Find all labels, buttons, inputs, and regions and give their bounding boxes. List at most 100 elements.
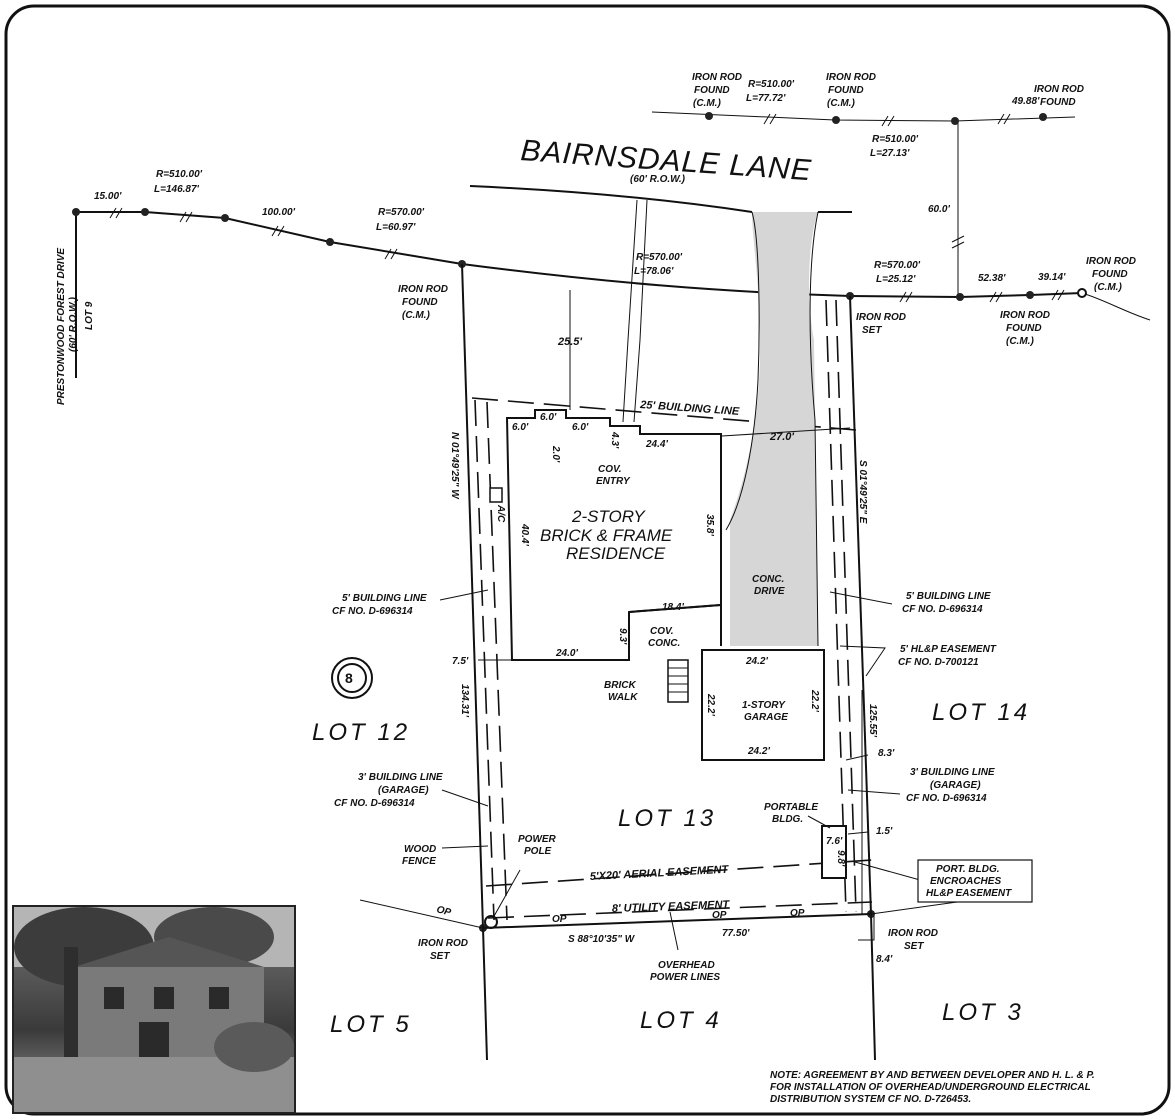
cov-entry-label: ENTRY <box>596 476 631 487</box>
distance-label: 134.31' <box>459 684 470 718</box>
note-text: (GARAGE) <box>930 780 981 791</box>
power-pole-label: POWER <box>518 834 557 845</box>
lot-5-label: LOT 5 <box>330 1011 412 1038</box>
iron-rod-point <box>221 214 229 222</box>
front-walk-edge <box>622 199 638 423</box>
dimension-lines <box>478 290 875 941</box>
curve-length-label: L=78.06' <box>634 266 674 277</box>
footnote-line: FOR INSTALLATION OF OVERHEAD/UNDERGROUND… <box>770 1082 1091 1093</box>
lot-line-extension <box>870 913 876 1061</box>
note-text: (GARAGE) <box>378 785 429 796</box>
ac-unit <box>489 487 503 503</box>
curve-radius-label: R=510.00' <box>872 134 919 145</box>
west-garage-line <box>486 401 508 921</box>
east-building-line <box>825 299 847 913</box>
marker-label: IRON ROD <box>398 284 448 295</box>
marker-label: (C.M.) <box>402 310 430 321</box>
marker-label: SET <box>862 325 882 336</box>
distance-label: 15.00' <box>94 191 122 202</box>
street-row-width: (60' R.O.W.) <box>630 174 686 185</box>
distance-label: 18.4' <box>662 602 684 613</box>
marker-label: (C.M.) <box>693 98 721 109</box>
marker-irs-3: IRON ROD SET <box>888 928 938 952</box>
distance-label: 27.0' <box>769 431 794 443</box>
lot-4-label: LOT 4 <box>640 1007 722 1034</box>
pavement-edge <box>469 185 753 213</box>
curve-radius-label: R=570.00' <box>636 252 683 263</box>
aerial-easement-label: 5'X20' AERIAL EASEMENT <box>590 864 730 883</box>
iron-rod-point <box>832 116 840 124</box>
distance-label: 100.00' <box>262 207 296 218</box>
garage-label: 1-STORY <box>742 700 786 711</box>
wood-fence-label: FENCE <box>402 856 436 867</box>
south-bearing: S 88°10'35" W <box>568 934 636 945</box>
distance-label: 6.0' <box>540 412 557 423</box>
distance-label: 8.4' <box>876 954 893 965</box>
portable-building <box>821 825 847 879</box>
marker-label: SET <box>904 941 924 952</box>
marker-label: (C.M.) <box>1094 282 1122 293</box>
side-street-row: (60' R.O.W.) <box>68 296 79 352</box>
house-photo <box>12 905 296 1114</box>
brick-walk-hatch <box>668 667 688 693</box>
note-text: CF NO. D-696314 <box>332 606 413 617</box>
marker-irf-cm-3: IRON ROD FOUND (C.M.) <box>398 284 448 321</box>
marker-label: FOUND <box>828 85 864 96</box>
distance-label: 77.50' <box>722 928 750 939</box>
front-walk-edge <box>633 199 648 423</box>
concrete-drive-surface <box>730 212 818 646</box>
note-text: 5' BUILDING LINE <box>906 591 991 602</box>
page-frame <box>4 4 1171 1116</box>
west-property-line <box>461 263 484 929</box>
block-marker-inner <box>337 663 367 693</box>
iron-rod-point <box>1077 288 1087 298</box>
distance-label: 39.14' <box>1038 272 1066 283</box>
overhead-line-marker: OP <box>712 910 727 921</box>
distance-label: 125.55' <box>867 704 878 738</box>
marker-label: IRON ROD <box>826 72 876 83</box>
footnote-line: DISTRIBUTION SYSTEM CF NO. D-726453. <box>770 1094 971 1105</box>
marker-label: IRON ROD <box>1000 310 1050 321</box>
iron-rod-point <box>72 208 80 216</box>
marker-irf-1: IRON ROD FOUND <box>1034 84 1084 108</box>
curve-length-label: L=25.12' <box>876 274 916 285</box>
note-text: CF NO. D-696314 <box>906 793 987 804</box>
building-line-25 <box>471 397 857 431</box>
drive-edge <box>809 211 819 647</box>
portable-bldg-label: BLDG. <box>772 814 803 825</box>
distance-label: 35.8' <box>704 514 715 536</box>
marker-label: IRON ROD <box>856 312 906 323</box>
overhead-line-marker: OP <box>435 904 452 918</box>
marker-irs-1: IRON ROD SET <box>856 312 906 336</box>
note-text: 5' BUILDING LINE <box>342 593 427 604</box>
distance-label: 52.38' <box>978 273 1006 284</box>
setback-dimension: 25.5' <box>557 336 582 348</box>
curve-length-label: L=77.72' <box>746 93 786 104</box>
ac-label: A/C <box>495 504 506 523</box>
north-row-line <box>651 111 1076 122</box>
distance-label: 24.0' <box>555 648 578 659</box>
curve-length-label: L=146.87' <box>154 184 200 195</box>
block-number: 8 <box>345 670 353 686</box>
marker-irf-cm-2: IRON ROD FOUND (C.M.) <box>826 72 876 109</box>
garage-footprint <box>701 649 825 761</box>
note-text: CF NO. D-696314 <box>902 604 983 615</box>
note-text: CF NO. D-696314 <box>334 798 415 809</box>
distance-label: 24.2' <box>745 656 768 667</box>
encroachment-note: PORT. BLDG. <box>936 864 1000 875</box>
distance-label: 49.88' <box>1011 96 1040 107</box>
distance-label: 7.5' <box>452 656 469 667</box>
distance-label: 22.2' <box>705 693 716 716</box>
marker-label: FOUND <box>1040 97 1076 108</box>
note-leaders <box>439 589 921 951</box>
marker-label: IRON ROD <box>1086 256 1136 267</box>
iron-rod-point <box>141 208 149 216</box>
marker-label: IRON ROD <box>888 928 938 939</box>
west-bearing: N 01°49'25" W <box>449 432 460 500</box>
east-bearing: S 01°49'25" E <box>857 460 868 524</box>
distance-label: 6.0' <box>572 422 589 433</box>
east-hlp-line <box>835 299 857 913</box>
distance-label: 40.4' <box>519 523 530 546</box>
utility-easement-line <box>487 901 873 919</box>
